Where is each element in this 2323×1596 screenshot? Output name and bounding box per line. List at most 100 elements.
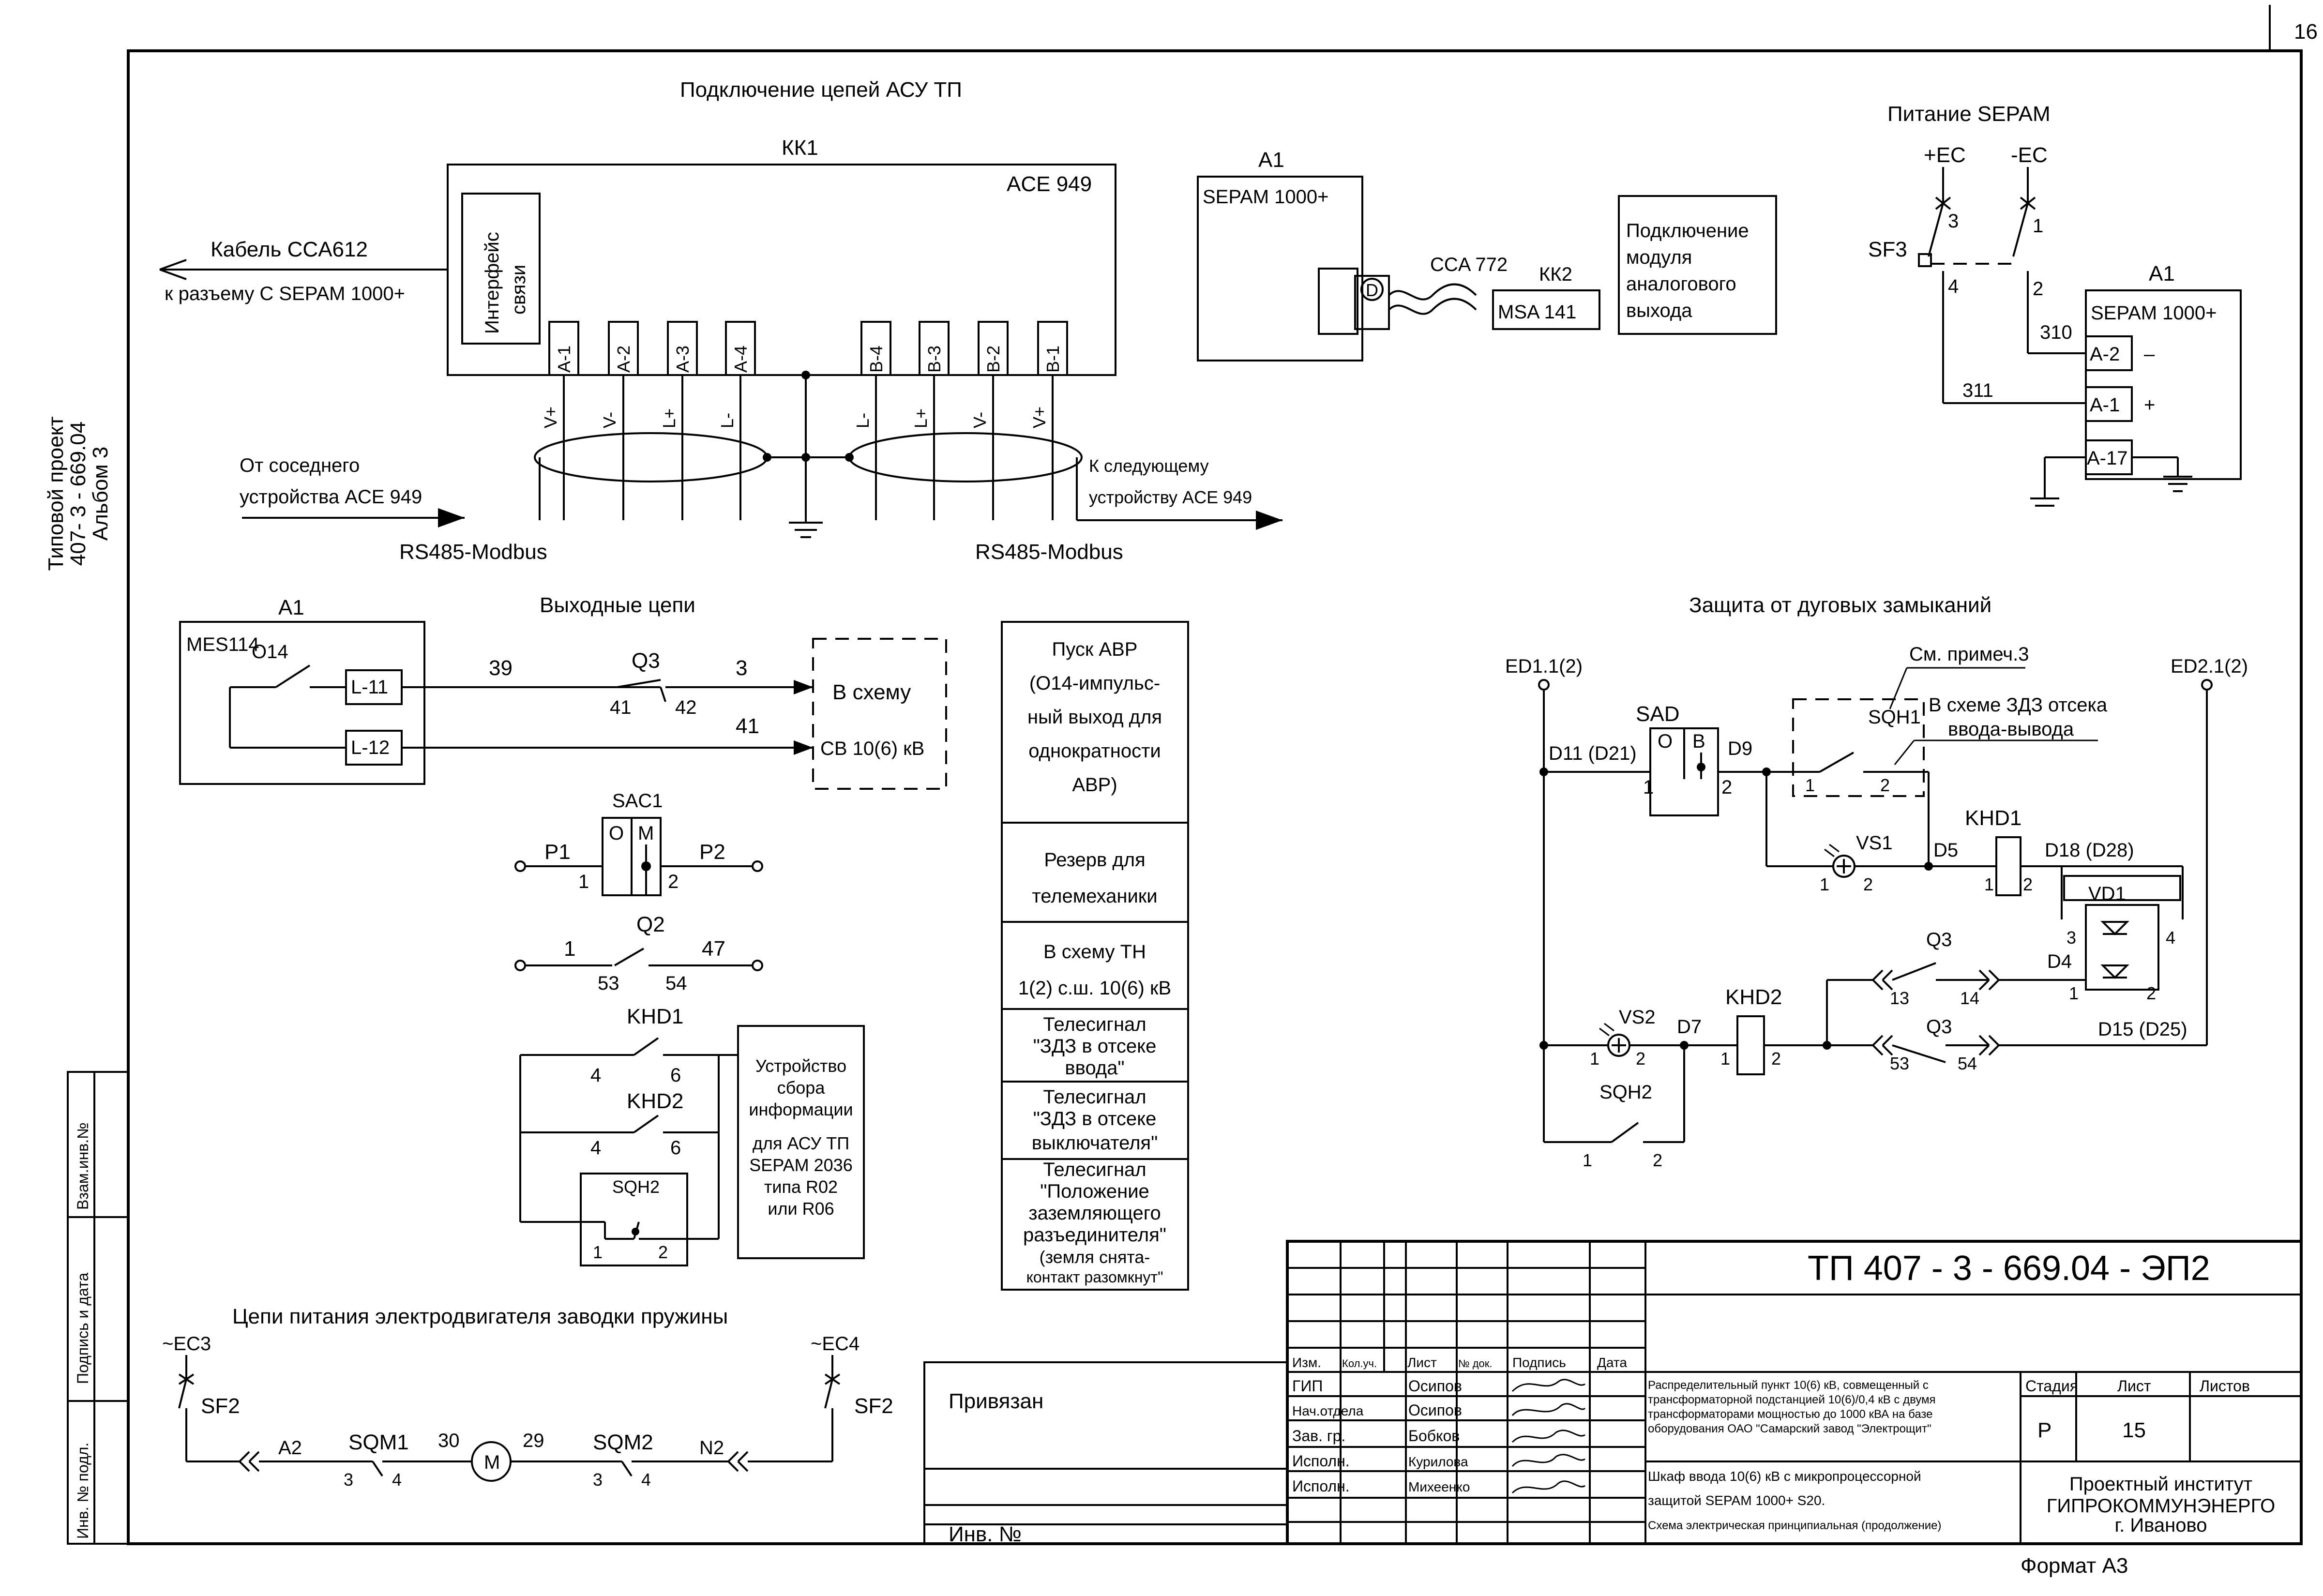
- ground-icon: [2030, 497, 2059, 507]
- left-stamp: Взам.инв.№ Подпись и дата Инв. № подл.: [67, 1071, 129, 1545]
- label-text: 2: [2146, 983, 2156, 1003]
- label-text: 3: [1948, 211, 1959, 232]
- label-text: A-2: [2090, 344, 2120, 365]
- label-text: Распределительный пункт 10(6) кВ, совмещ…: [1648, 1379, 1929, 1392]
- signature-icon: [1511, 1403, 1586, 1416]
- label-text: D11 (D21): [1549, 743, 1637, 764]
- label-text: ГИПРОКОММУНЭНЕРГО: [2047, 1495, 2276, 1517]
- label-text: SF2: [854, 1394, 893, 1418]
- label-text: 2: [1771, 1049, 1781, 1069]
- label-text: Типовой проект: [44, 416, 68, 571]
- label-text: выхода: [1626, 300, 1692, 321]
- label-text: V-: [970, 412, 990, 428]
- label-text: ный выход для: [1027, 707, 1162, 728]
- label-text: телемеханики: [1032, 886, 1157, 907]
- label-text: Телесигнал: [1043, 1159, 1146, 1180]
- privyazan-label: Привязан: [949, 1389, 1043, 1413]
- label-text: Стадия: [2025, 1377, 2078, 1395]
- title-block: Привязан Инв. № Изм. Кол.уч. Лист № док.…: [923, 1240, 2303, 1578]
- signature-icon: [1511, 1430, 1585, 1443]
- label-text: Шкаф ввода 10(6) кВ с микропроцессорной: [1648, 1469, 1921, 1484]
- label-text: KHD2: [627, 1089, 683, 1113]
- interface-box: [461, 193, 541, 345]
- label-text: Телесигнал: [1043, 1014, 1146, 1035]
- label-text: 1: [593, 1242, 603, 1262]
- cca772-cable: [1388, 283, 1477, 315]
- label-text: D18 (D28): [2045, 840, 2134, 861]
- asu-title: Подключение цепей АСУ ТП: [680, 78, 962, 102]
- label-text: SQH2: [1599, 1082, 1652, 1103]
- label-text: трансформаторами мощностью до 1000 кВА н…: [1648, 1408, 1933, 1421]
- label-text: A-17: [2087, 448, 2128, 469]
- label-text: 42: [675, 697, 697, 718]
- label-text: -EC: [2011, 143, 2048, 167]
- label-text: 47: [702, 937, 725, 961]
- label-text: Альбом 3: [89, 447, 112, 541]
- label-text: ~EC3: [162, 1333, 211, 1355]
- label-text: A-1: [2090, 394, 2120, 416]
- label-text: SF2: [201, 1394, 240, 1418]
- label-text: KHD1: [627, 1005, 683, 1028]
- label-text: 1: [1984, 874, 1994, 894]
- label-text: выключателя": [1032, 1132, 1158, 1154]
- label-text: "ЗДЗ в отсеке: [1033, 1036, 1157, 1057]
- label-text: 1: [1805, 775, 1815, 795]
- label-text: 1: [2033, 215, 2043, 237]
- page-number: 16: [2294, 20, 2318, 44]
- label-text: 2: [2023, 874, 2033, 894]
- label-text: для АСУ ТП: [753, 1133, 849, 1153]
- label-text: V+: [541, 407, 560, 428]
- label-text: D: [1366, 280, 1378, 300]
- label-text: D9: [1728, 738, 1752, 759]
- label-text: 53: [1890, 1054, 1909, 1073]
- label-text: Q3: [1926, 1016, 1952, 1038]
- label-text: Изм.: [1292, 1355, 1321, 1370]
- label-text: типа R02: [764, 1177, 838, 1197]
- label-text: 4: [392, 1470, 402, 1490]
- label-text: 1: [1643, 777, 1654, 798]
- label-text: 3: [344, 1470, 353, 1490]
- label-text: 29: [523, 1430, 544, 1451]
- label-text: 14: [1960, 988, 1979, 1008]
- label-text: P2: [699, 840, 725, 864]
- motor-circuit-section: Цепи питания электродвигателя заводки пр…: [162, 1305, 893, 1490]
- label-text: 311: [1962, 380, 1993, 401]
- label-text: ГИП: [1292, 1377, 1323, 1395]
- label-text: Подпись: [1512, 1355, 1566, 1370]
- label-text: 2: [1721, 777, 1732, 798]
- ace949-box: [447, 164, 1116, 376]
- label-text: P1: [544, 840, 571, 864]
- label-text: Лист: [2117, 1377, 2151, 1395]
- label-text: связи: [508, 265, 529, 315]
- label-text: Нач.отдела: [1292, 1403, 1364, 1418]
- label-text: (земля снята-: [1040, 1247, 1150, 1267]
- label-text: сбора: [777, 1078, 826, 1098]
- label-text: VS1: [1856, 832, 1893, 854]
- label-text: Устройство: [755, 1056, 846, 1076]
- label-text: ED2.1(2): [2171, 656, 2248, 677]
- label-text: 41: [736, 714, 759, 738]
- label-text: Питание SEPAM: [1887, 102, 2051, 126]
- label-text: SEPAM 1000+: [2091, 302, 2217, 324]
- label-text: ввода": [1065, 1057, 1124, 1079]
- label-text: L-12: [351, 737, 390, 758]
- label-text: устройству ACE 949: [1089, 487, 1252, 507]
- cable-label: Кабель CCA612: [211, 238, 368, 261]
- label-text: 54: [1958, 1054, 1977, 1073]
- label-text: В схему: [832, 680, 911, 704]
- label-text: 4: [590, 1137, 601, 1159]
- label-text: Проектный институт: [2069, 1474, 2252, 1495]
- label-text: L-: [853, 413, 873, 428]
- label-text: ED1.1(2): [1505, 656, 1583, 677]
- ground-icon: [789, 522, 823, 538]
- label-text: Исполн.: [1292, 1477, 1350, 1495]
- label-text: 2: [658, 1242, 668, 1262]
- label-text: A2: [278, 1437, 302, 1459]
- label-text: SQM2: [593, 1430, 653, 1454]
- label-text: MES114: [186, 634, 259, 655]
- label-text: L-11: [351, 677, 388, 698]
- label-text: 2: [1636, 1049, 1645, 1069]
- label-text: Дата: [1597, 1355, 1627, 1370]
- label-text: M: [638, 823, 654, 844]
- inv-label: Инв. №: [949, 1522, 1022, 1546]
